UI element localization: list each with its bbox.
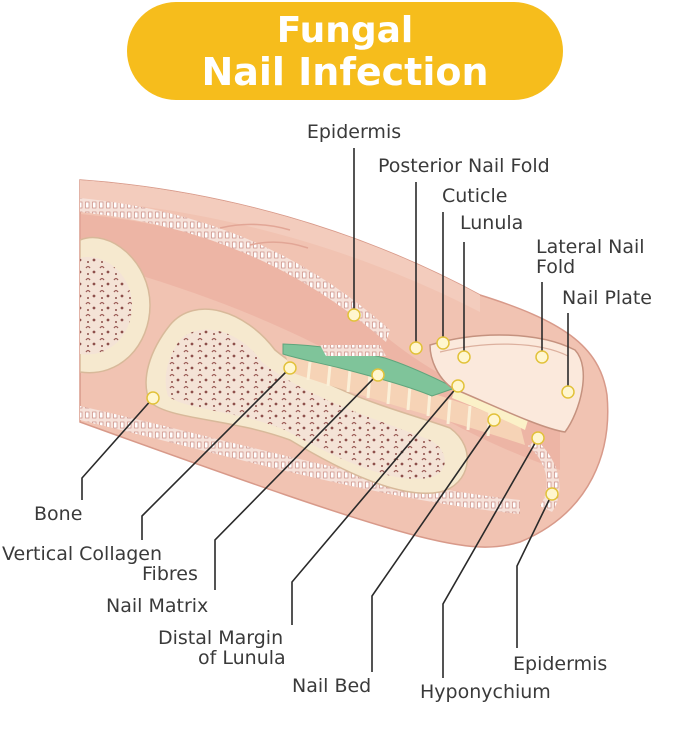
marker-dot xyxy=(545,487,559,501)
marker-dot xyxy=(283,361,297,375)
labels: Epidermis Posterior Nail Fold Cuticle Lu… xyxy=(2,121,652,703)
label-bone: Bone xyxy=(34,503,82,525)
label-lunula: Lunula xyxy=(460,212,523,234)
top-skin-layer xyxy=(80,180,480,312)
label-nail-plate: Nail Plate xyxy=(562,287,652,309)
marker-dot xyxy=(457,350,471,364)
label-distal-margin-2: of Lunula xyxy=(198,647,286,669)
marker-dot xyxy=(409,341,423,355)
top-cell-strip xyxy=(80,198,390,342)
label-posterior-nail-fold: Posterior Nail Fold xyxy=(378,155,550,177)
marker-dot xyxy=(146,391,160,405)
marker-dot xyxy=(561,385,575,399)
label-hyponychium: Hyponychium xyxy=(420,681,551,703)
lunula-region xyxy=(452,388,528,430)
title-banner: Fungal Nail Infection xyxy=(127,2,563,100)
label-nail-bed: Nail Bed xyxy=(292,675,371,697)
label-cuticle: Cuticle xyxy=(442,185,507,207)
title-line-2: Nail Infection xyxy=(201,50,489,94)
finger-section xyxy=(79,179,609,548)
leader-lines xyxy=(81,148,569,678)
label-vertical-collagen-2: Fibres xyxy=(142,563,198,585)
label-epidermis-bottom: Epidermis xyxy=(513,653,607,675)
marker-dot xyxy=(531,431,545,445)
label-nail-matrix: Nail Matrix xyxy=(106,595,208,617)
nail-fold-cells xyxy=(320,345,386,356)
marker-dot xyxy=(451,379,465,393)
title-line-1: Fungal xyxy=(276,10,414,51)
marker-dot xyxy=(487,413,501,427)
nail-bed xyxy=(285,352,525,445)
marker-dots xyxy=(146,308,575,501)
marker-dot xyxy=(347,308,361,322)
label-vertical-collagen-1: Vertical Collagen xyxy=(2,543,162,565)
marker-dot xyxy=(535,350,549,364)
marker-dot xyxy=(436,336,450,350)
label-distal-margin-1: Distal Margin xyxy=(158,627,283,649)
label-lateral-nail-fold-1: Lateral Nail xyxy=(536,236,645,258)
label-epidermis-top: Epidermis xyxy=(307,121,401,143)
marker-dot xyxy=(371,368,385,382)
label-lateral-nail-fold-2: Fold xyxy=(536,256,575,278)
